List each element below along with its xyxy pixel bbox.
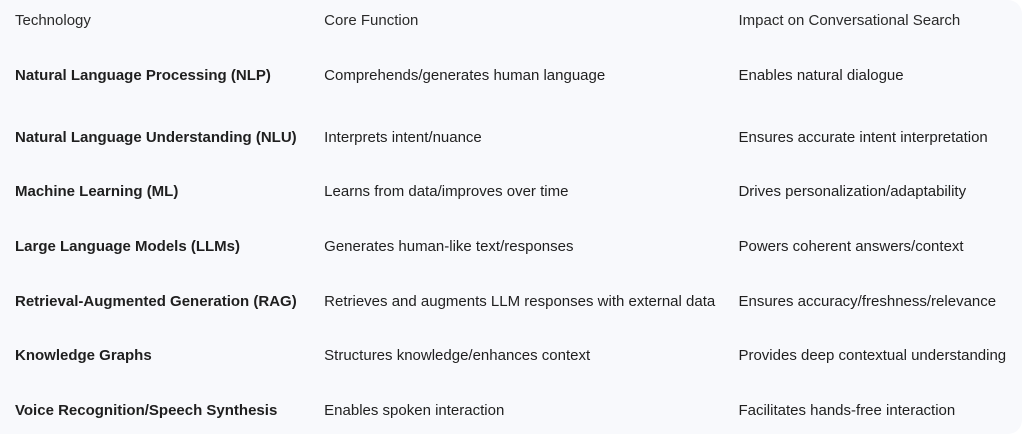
cell-core-function: Structures knowledge/enhances context: [324, 347, 591, 365]
header-technology: Technology: [15, 11, 91, 29]
cell-technology: Natural Language Understanding (NLU): [15, 128, 297, 146]
table-row: Retrieval-Augmented Generation (RAG) Ret…: [0, 274, 1022, 329]
cell-impact: Ensures accuracy/freshness/relevance: [738, 292, 997, 310]
cell-core-function: Retrieves and augments LLM responses wit…: [324, 292, 716, 310]
table-row: Knowledge Graphs Structures knowledge/en…: [0, 328, 1022, 383]
cell-technology: Large Language Models (LLMs): [15, 237, 241, 255]
cell-impact: Powers coherent answers/context: [738, 237, 964, 255]
cell-core-function: Interprets intent/nuance: [324, 128, 482, 146]
cell-core-function: Learns from data/improves over time: [324, 183, 569, 201]
cell-core-function: Generates human-like text/responses: [324, 237, 574, 255]
cell-impact: Drives personalization/adaptability: [738, 183, 967, 201]
cell-impact: Facilitates hands-free interaction: [738, 401, 956, 419]
table-row: Natural Language Processing (NLP) Compre…: [0, 40, 1022, 110]
cell-technology: Retrieval-Augmented Generation (RAG): [15, 292, 297, 310]
header-core-function: Core Function: [324, 11, 419, 29]
table-header-row: Technology Core Function Impact on Conve…: [0, 0, 1022, 40]
cell-technology: Machine Learning (ML): [15, 183, 179, 201]
cell-technology: Voice Recognition/Speech Synthesis: [15, 401, 278, 419]
table-row: Machine Learning (ML) Learns from data/i…: [0, 165, 1022, 220]
table-row: Natural Language Understanding (NLU) Int…: [0, 110, 1022, 165]
cell-core-function: Comprehends/generates human language: [324, 66, 606, 84]
cell-technology: Natural Language Processing (NLP): [15, 66, 271, 84]
table-row: Large Language Models (LLMs) Generates h…: [0, 219, 1022, 274]
cell-core-function: Enables spoken interaction: [324, 401, 505, 419]
header-impact: Impact on Conversational Search: [738, 11, 961, 29]
cell-technology: Knowledge Graphs: [15, 347, 152, 365]
cell-impact: Ensures accurate intent interpretation: [738, 128, 988, 146]
cell-impact: Enables natural dialogue: [738, 66, 904, 84]
table-row: Voice Recognition/Speech Synthesis Enabl…: [0, 383, 1022, 438]
cell-impact: Provides deep contextual understanding: [738, 347, 1007, 365]
